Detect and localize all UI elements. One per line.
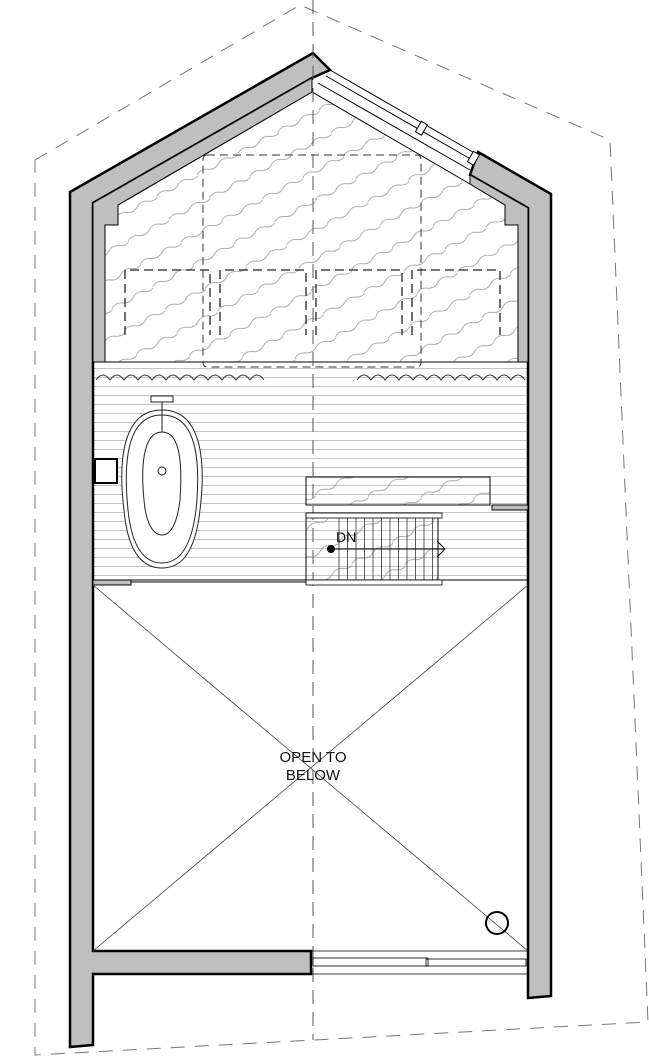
stair-direction-label: DN bbox=[336, 529, 357, 545]
open-to-below-label-line1: OPEN TO bbox=[279, 749, 347, 766]
interior-lining-right bbox=[469, 174, 529, 363]
curtain-right bbox=[356, 374, 526, 381]
mattress-2 bbox=[219, 269, 307, 335]
mattress-4 bbox=[411, 269, 501, 335]
open-to-below-label-line2: BELOW bbox=[285, 767, 341, 784]
stair-arrow-head bbox=[436, 540, 446, 558]
curtain-left bbox=[95, 374, 265, 381]
freestanding-bathtub bbox=[121, 395, 203, 569]
exterior-wall-left-gable bbox=[68, 51, 333, 1049]
roof-window bbox=[317, 69, 481, 171]
bottom-sliding-window bbox=[311, 950, 528, 975]
floor-drain-box bbox=[94, 458, 118, 484]
stair-bench bbox=[305, 476, 491, 506]
column bbox=[485, 911, 509, 935]
partition-wall-left bbox=[92, 579, 132, 586]
site-boundary-dashed bbox=[34, 4, 649, 1056]
bed-outline bbox=[202, 154, 422, 368]
mattress-3 bbox=[315, 269, 403, 335]
partition-wall-right bbox=[491, 504, 529, 511]
open-to-below-cross bbox=[92, 584, 529, 952]
staircase bbox=[305, 512, 446, 586]
mattress-1 bbox=[124, 269, 211, 335]
loft-wood-floor bbox=[104, 91, 519, 363]
mattress-outlines bbox=[124, 269, 501, 335]
interior-lining-left bbox=[92, 77, 313, 363]
